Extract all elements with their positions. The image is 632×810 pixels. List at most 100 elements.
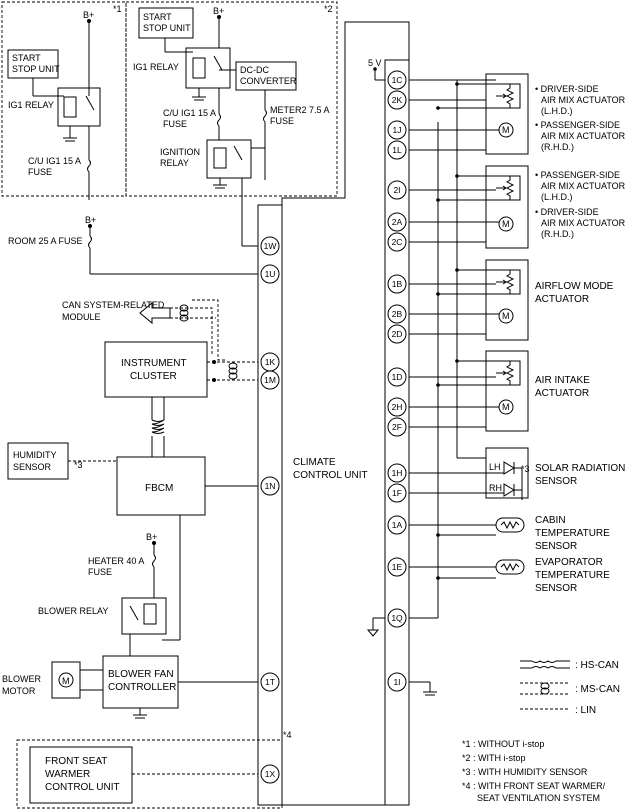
ccu-right-pin-circle [387,70,407,90]
can-arrow-icon [139,301,171,325]
ccu-right-pin-circle [387,304,407,324]
blower-motor-label-2: MOTOR [2,686,36,696]
dcdc-label-2: CONVERTER [240,76,297,86]
cabin-label-2: TEMPERATURE [535,528,610,539]
actuator2-label-2: AIR MIX ACTUATOR [541,181,626,191]
actuator1-label-3: (L.H.D.) [541,106,573,116]
ccu-left-pin-label: 1M [264,375,276,385]
solar-label-2: SENSOR [535,476,577,487]
start-stop-unit-label-2: STOP UNIT [12,64,60,74]
ccu-left-pin-label: 1X [265,769,276,779]
cu-ig1-fuse-2-label-2: FUSE [163,119,187,129]
evaporator-sensor-group: EVAPORATOR TEMPERATURE SENSOR [409,557,610,594]
section-without-istop: *1 B+ START STOP UNIT IG1 RELAY C/U IG1 … [1,1,127,197]
blower-fan-controller-label-2: CONTROLLER [108,682,176,693]
ccu-right-pin-circle [387,232,407,252]
ccu-left-pin-label: 1T [265,677,275,687]
blower-relay-group: B+ HEATER 40 A FUSE BLOWER RELAY [38,532,167,656]
bplus-label: B+ [83,10,94,20]
ccu-left-connector [257,204,283,806]
hs-can-link [151,397,165,457]
cu-ig1-fuse-2-label-1: C/U IG1 15 A [163,108,216,118]
ccu-right-pin-label: 2H [392,402,403,412]
front-seat-warmer-label-3: CONTROL UNIT [45,782,120,793]
actuator1-label-5: AIR MIX ACTUATOR [541,131,626,141]
front-seat-warmer-group: *4 FRONT SEAT WARMER CONTROL UNIT [16,730,292,809]
ccu-right-pin-circle [387,483,407,503]
start-stop-unit-2-label-1: START [143,12,172,22]
note-3: *3 : WITH HUMIDITY SENSOR [462,767,588,777]
ccu-right-pin-label: 1E [392,562,403,572]
ccu-right-pin-circle [387,557,407,577]
ccu-left-pin-circle [260,236,280,256]
evaporator-label-2: TEMPERATURE [535,570,610,581]
ccu-right-pin-circle [387,608,407,628]
cabin-label-3: SENSOR [535,541,577,552]
cu-ig1-fuse-label-2: FUSE [28,167,52,177]
potentiometer-icon [505,84,515,108]
front-seat-warmer-label-1: FRONT SEAT [45,756,107,767]
actuator-box [485,165,529,249]
instrument-cluster-group: INSTRUMENT CLUSTER [104,341,258,398]
actuator2-label-4: • DRIVER-SIDE [535,207,599,217]
legend-hs-can: : HS-CAN [575,660,619,671]
heater-fuse-label-1: HEATER 40 A [88,556,144,566]
ccu-right-pin-circle [387,212,407,232]
actuator-motor-symbol: M [502,402,510,412]
actuator-motor-symbol: M [502,125,510,135]
ccu-right-pin-circle [387,180,407,200]
ccu-left-pin-label: 1N [265,481,276,491]
ccu-right-pin-label: 1C [392,75,403,85]
ccu-right-pin-circle [387,417,407,437]
ccu-right-pin-label: 1B [392,279,403,289]
ccu-right-pin-circle [387,515,407,535]
actuator-box [485,350,529,432]
potentiometer-icon [505,361,515,385]
ccu-right-pin-circle [387,367,407,387]
ccu-right-pin-label: 2I [393,185,400,195]
ig1-relay-2-label: IG1 RELAY [133,62,179,72]
start-stop-unit-2-label-2: STOP UNIT [143,23,191,33]
cabin-sensor-icon [495,517,525,533]
ccu-left-pin-circle [260,672,280,692]
instrument-cluster-box [104,341,208,398]
blower-group: BLOWER MOTOR M BLOWER FAN CONTROLLER [2,655,258,719]
ccu-right-pin-label: 1D [392,372,403,382]
blower-motor-box [51,661,81,699]
ccu-right-pin-label: 2F [392,422,402,432]
ccu-label-2: CONTROL UNIT [293,470,368,481]
ccu-right-pin-label: 1L [392,145,402,155]
instrument-cluster-label-2: CLUSTER [130,371,177,382]
note-1: *1 : WITHOUT i-stop [462,739,544,749]
cabin-sensor-group: CABIN TEMPERATURE SENSOR [409,515,610,552]
ccu-left-pin-label: 1U [265,269,276,279]
notes: *1 : WITHOUT i-stop *2 : WITH i-stop *3 … [462,739,606,803]
actuator1-label-6: (R.H.D.) [541,142,574,152]
cu-ig1-fuse-label-1: C/U IG1 15 A [28,156,81,166]
section-mark-4: *4 [283,730,292,740]
can-module-label-2: MODULE [62,312,101,322]
five-v-label: 5 V [368,58,382,68]
ccu-right-pin-label: 1F [392,488,402,498]
humidity-sensor-label-2: SENSOR [13,462,52,472]
solar-label-1: SOLAR RADIATION [535,463,625,474]
ccu-right-pin-label: 1H [392,468,403,478]
actuator2-label-3: (L.H.D.) [541,192,573,202]
dcdc-label-1: DC-DC [240,65,269,75]
note-4: *4 : WITH FRONT SEAT WARMER/ [462,781,606,791]
right-wiring: 5 V [366,58,437,696]
note-2: *2 : WITH i-stop [462,753,526,763]
humidity-sensor-label-1: HUMIDITY [13,450,57,460]
fbcm-label: FBCM [145,483,173,494]
humidity-sensor-box [7,442,69,480]
potentiometer-icon [505,176,515,200]
front-seat-warmer-box [29,746,133,804]
bplus-label-2: B+ [213,6,224,16]
legend-ms-can: : MS-CAN [575,684,620,695]
ccu-right-pin-circle [387,397,407,417]
cabin-label-1: CABIN [535,515,566,526]
can-module-label-1: CAN SYSTEM-RELATED [62,300,165,310]
fbcm-group: HUMIDITY SENSOR *3 FBCM [7,442,258,641]
